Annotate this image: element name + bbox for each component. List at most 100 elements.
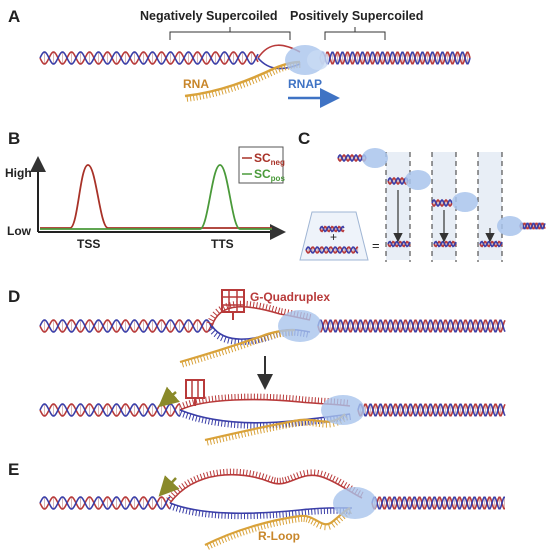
rna-tick xyxy=(251,339,255,346)
panel-letter-d: D xyxy=(8,287,20,306)
red-tick xyxy=(185,401,189,408)
rna-tick xyxy=(308,517,312,524)
rna-tick xyxy=(229,533,233,540)
red-tick xyxy=(211,395,214,402)
rna-tick xyxy=(253,428,256,435)
blue-tick xyxy=(185,412,189,419)
c-frag-1 xyxy=(337,153,367,163)
rna-tick xyxy=(212,541,216,548)
dna-strand-a xyxy=(39,44,471,70)
rna-tick xyxy=(199,93,202,100)
rna-tick xyxy=(274,67,278,74)
legend-label-neg: SCneg xyxy=(254,151,285,167)
blue-tick xyxy=(201,417,204,424)
rnap-blob-group-c xyxy=(362,148,523,236)
red-tick xyxy=(287,475,291,482)
blue-tick xyxy=(195,509,198,516)
red-tick xyxy=(187,479,192,486)
strand-top xyxy=(39,319,213,333)
helix-left-d1 xyxy=(39,319,213,333)
red-tick xyxy=(208,318,215,322)
red-tick xyxy=(259,302,262,309)
rna-tick xyxy=(268,70,273,77)
red-tick xyxy=(296,472,300,479)
rna-tick xyxy=(231,433,234,440)
rna-tick xyxy=(319,523,323,530)
rna-tick xyxy=(209,438,212,445)
red-tick xyxy=(239,468,242,476)
strand-bottom xyxy=(357,403,506,417)
blue-tick xyxy=(227,337,230,344)
rna-tick xyxy=(257,337,261,344)
rna-tick xyxy=(278,519,282,526)
red-tick xyxy=(273,477,276,484)
rna-tick xyxy=(303,515,306,522)
rna-tick xyxy=(209,353,212,360)
green-arrow-icon xyxy=(158,386,180,408)
red-tick xyxy=(252,301,255,308)
rna-tick xyxy=(327,523,331,530)
red-tick xyxy=(290,474,294,481)
rna-tick xyxy=(220,88,224,95)
negatively-supercoiled-label: Negatively Supercoiled xyxy=(140,9,278,23)
rna-tick xyxy=(256,428,259,435)
rnap-blob-icon xyxy=(362,148,388,168)
x-tts-label: TTS xyxy=(211,237,234,251)
strand-bottom xyxy=(39,319,213,333)
blue-tick xyxy=(227,421,230,428)
rna-tick xyxy=(290,421,293,428)
red-tick xyxy=(225,302,229,309)
rna-tick xyxy=(287,421,290,429)
red-tick xyxy=(280,308,283,315)
rna-tick xyxy=(218,350,221,357)
strand-top xyxy=(357,403,506,417)
strand-bottom xyxy=(431,198,453,208)
rna-tick xyxy=(187,359,191,366)
rna-tick xyxy=(284,422,287,429)
rna-tick xyxy=(223,536,228,543)
rnap-blob-icon xyxy=(497,216,523,236)
rna-tick xyxy=(265,426,268,433)
strand-bottom xyxy=(317,319,506,333)
rna-tick xyxy=(224,87,227,94)
rna-tick xyxy=(313,520,317,526)
rna-tick xyxy=(291,517,294,524)
red-tick xyxy=(261,473,265,480)
strand-bottom xyxy=(387,240,411,248)
rna-tick xyxy=(275,424,278,431)
rna-tick xyxy=(263,73,267,80)
rna-tick xyxy=(226,534,230,541)
rna-tick xyxy=(240,431,244,438)
rna-tick xyxy=(222,435,225,442)
red-tick xyxy=(218,395,220,402)
rna-tick xyxy=(266,334,270,341)
rna-tick xyxy=(208,91,211,98)
strand-top xyxy=(431,198,453,208)
rna-tick xyxy=(272,424,275,432)
rna-tick xyxy=(241,529,245,536)
rna-tick xyxy=(242,81,246,88)
red-tick xyxy=(196,474,200,481)
rnap-blob-icon xyxy=(452,192,478,212)
blue-tick xyxy=(224,420,226,428)
rna-tick xyxy=(283,64,287,71)
red-tick xyxy=(299,471,303,478)
y-high-label: High xyxy=(5,166,32,180)
rna-tick xyxy=(217,538,222,545)
blue-tick xyxy=(220,420,223,427)
rna-tick xyxy=(300,419,302,426)
red-tick xyxy=(242,469,245,476)
blue-tick xyxy=(191,414,195,421)
panel-letter-b: B xyxy=(8,129,20,148)
red-tick xyxy=(175,487,181,493)
strand-bottom xyxy=(305,246,359,254)
rna-tick xyxy=(233,345,237,352)
blue-tick xyxy=(230,338,233,345)
rna-tick xyxy=(205,92,208,99)
rna-tick xyxy=(333,520,338,526)
red-tick xyxy=(182,402,186,409)
rna-tick xyxy=(235,531,239,538)
blue-tick xyxy=(213,331,219,338)
red-tick xyxy=(283,308,286,315)
